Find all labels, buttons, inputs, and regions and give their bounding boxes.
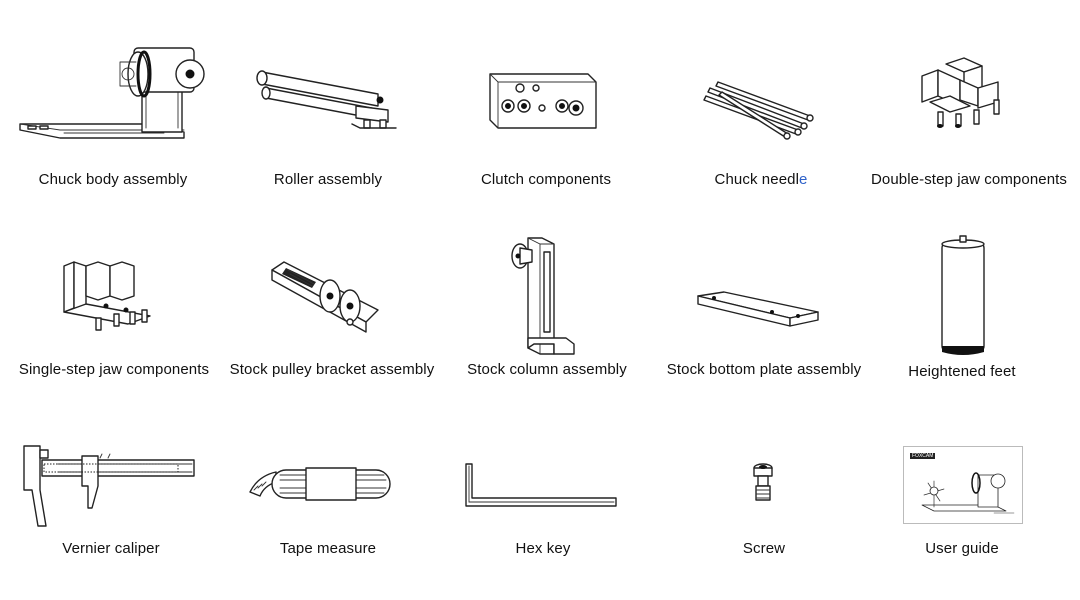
chuck-body-icon [19,47,205,139]
pulley-bracket-icon [271,261,379,333]
clutch-icon [489,73,597,129]
heightened-feet-icon [941,235,985,355]
item-label: Double-step jaw components [870,171,1068,188]
double-step-jaw-icon [921,57,1000,128]
user-guide-icon: FOXCAM [903,446,1023,524]
item-label: Chuck body assembly [38,171,188,188]
item-label: Stock bottom plate assembly [666,361,862,378]
item-label: Clutch components [480,171,612,188]
label-main: Chuck needl [714,171,800,188]
item-label: Chuck needle [715,171,808,188]
item-label: Heightened feet [908,363,1016,380]
item-label: Hex key [515,540,571,557]
screw-icon [753,463,773,501]
item-label: Roller assembly [273,171,383,188]
stock-column-icon [511,237,575,355]
vernier-caliper-icon [23,445,195,527]
item-label: Stock pulley bracket assembly [229,361,435,378]
bottom-plate-icon [697,291,819,327]
item-label: Single-step jaw components [18,361,210,378]
tape-measure-icon [249,467,391,501]
item-label: Vernier caliper [62,540,160,557]
user-guide-illustration [921,472,1015,514]
roller-icon [256,70,397,129]
single-step-jaw-icon [63,261,151,331]
item-label: Screw [742,540,786,557]
hex-key-icon [465,463,617,507]
label-accent: e [799,171,808,188]
item-label: Stock column assembly [467,361,627,378]
item-label: User guide [925,540,999,557]
user-guide-brand: FOXCAM [910,453,936,459]
chuck-needle-icon [703,81,814,140]
item-label: Tape measure [279,540,377,557]
